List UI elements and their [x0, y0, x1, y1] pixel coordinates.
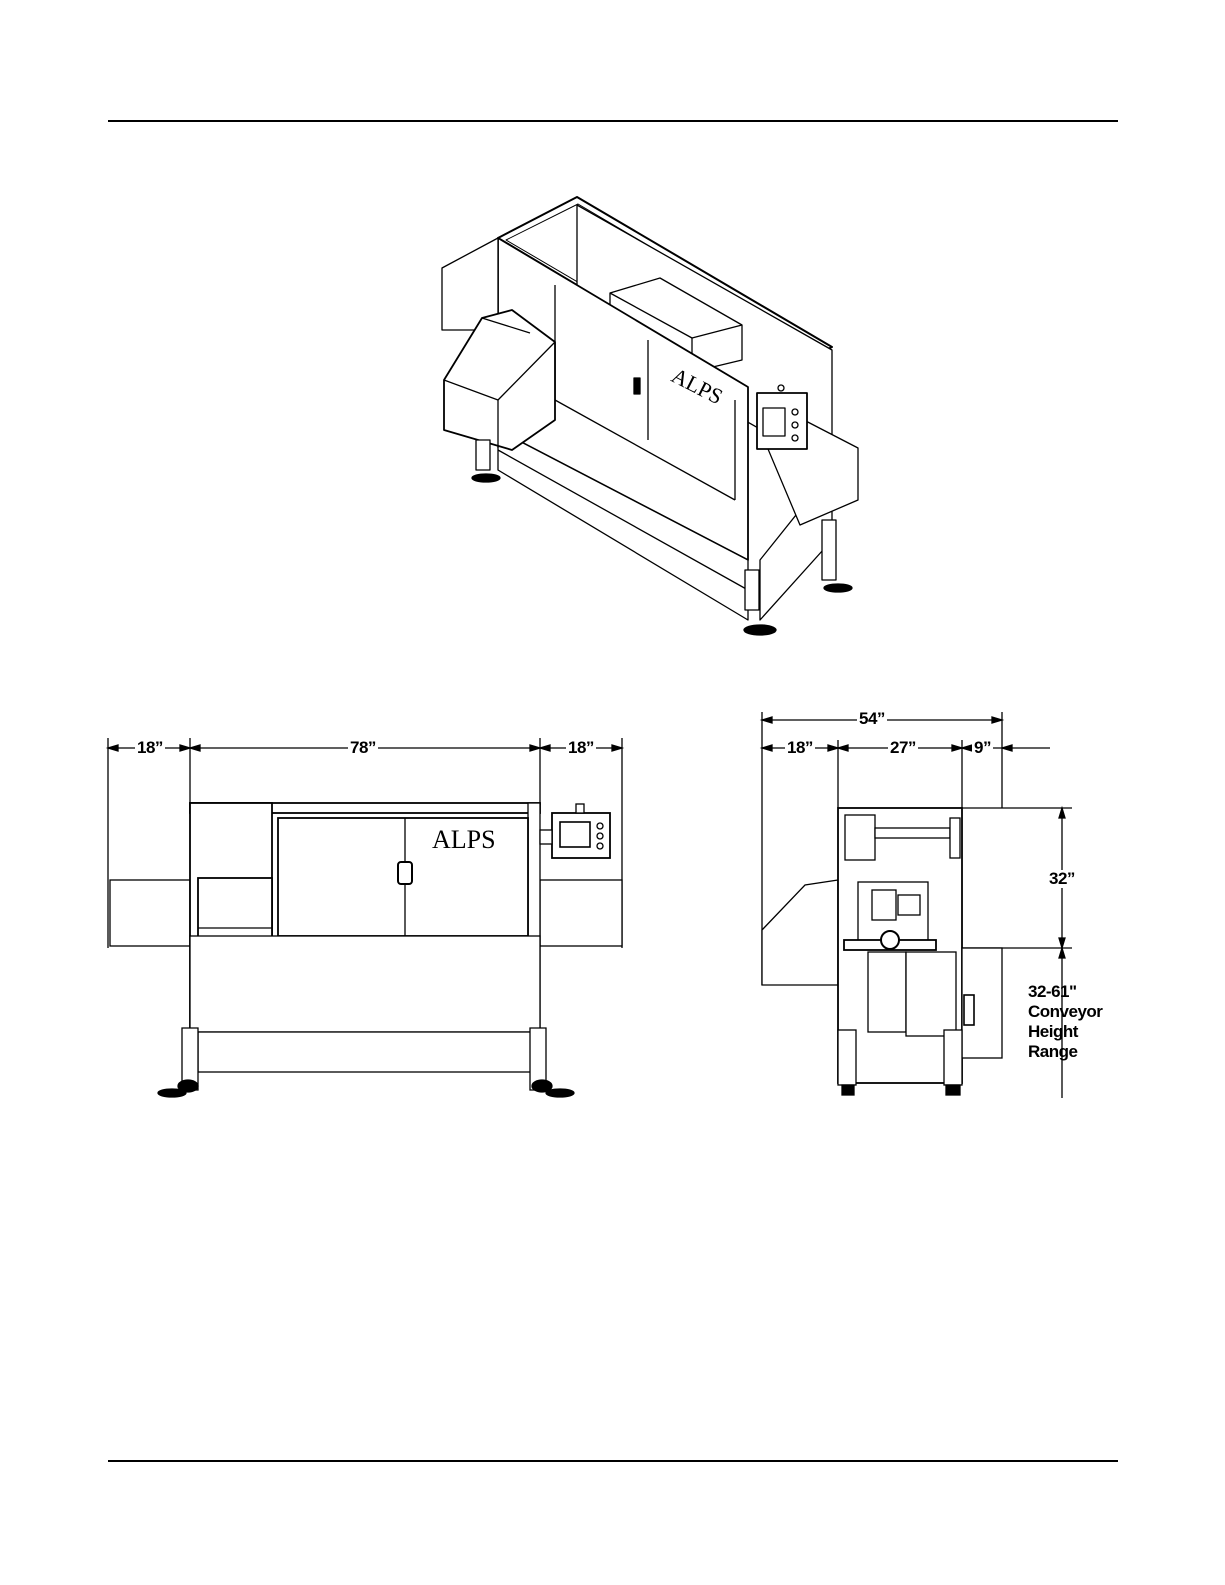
end-dim-left-18: 18”	[785, 739, 815, 757]
end-dim-middle-27: 27”	[888, 739, 918, 757]
end-leg-left	[838, 1030, 856, 1085]
range-line-2: Conveyor	[1028, 1002, 1102, 1022]
range-line-3: Height	[1028, 1022, 1102, 1042]
range-line-1: 32-61"	[1028, 982, 1102, 1002]
conveyor-height-range-label: 32-61" Conveyor Height Range	[1028, 982, 1102, 1062]
end-infeed-hood	[762, 880, 838, 985]
range-line-4: Range	[1028, 1042, 1102, 1062]
end-side-panel	[906, 952, 956, 1036]
end-dim-right-9: 9”	[972, 739, 993, 757]
end-dim-height-32: 32”	[1047, 870, 1077, 888]
end-leg-right	[944, 1030, 962, 1085]
end-dim-overall-54: 54”	[857, 710, 887, 728]
end-roll	[868, 952, 906, 1032]
